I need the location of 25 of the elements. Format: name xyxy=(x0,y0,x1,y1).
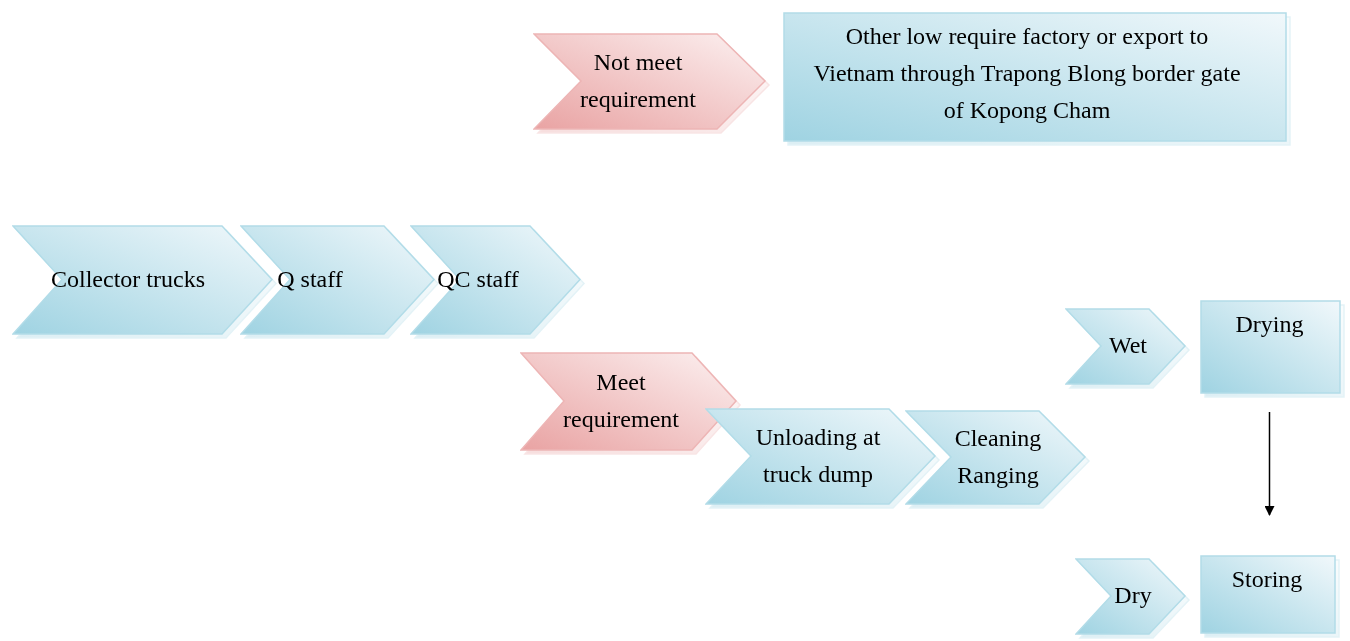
step-label: Storing xyxy=(1231,565,1303,594)
chevron-step xyxy=(905,410,1091,510)
process-box xyxy=(1200,300,1345,398)
step-label: QC staff xyxy=(437,264,519,294)
chevron-step xyxy=(240,225,440,340)
step-label: Not meet requirement xyxy=(579,47,697,114)
chevron-step xyxy=(705,408,941,510)
chevron-step xyxy=(533,33,771,135)
step-label: Unloading at truck dump xyxy=(754,422,882,489)
chevron-step xyxy=(12,225,278,340)
process-box xyxy=(783,12,1291,146)
step-label: Q staff xyxy=(277,264,343,294)
step-label: Other low require factory or export to Vietnam through Trapong Blong border gate of Kopong Cham xyxy=(813,22,1241,126)
step-label: Collector trucks xyxy=(51,264,205,294)
process-box xyxy=(1200,555,1340,638)
arrow xyxy=(1264,411,1275,516)
step-label: Meet requirement xyxy=(562,367,680,434)
chevron-step xyxy=(1075,558,1191,640)
step-label: Wet xyxy=(1108,331,1148,361)
step-label: Dry xyxy=(1114,581,1152,611)
chevron-step xyxy=(1065,308,1191,390)
step-label: Drying xyxy=(1235,310,1304,339)
chevron-step xyxy=(410,225,586,340)
chevron-step xyxy=(520,352,742,456)
step-label: Cleaning Ranging xyxy=(953,423,1043,490)
